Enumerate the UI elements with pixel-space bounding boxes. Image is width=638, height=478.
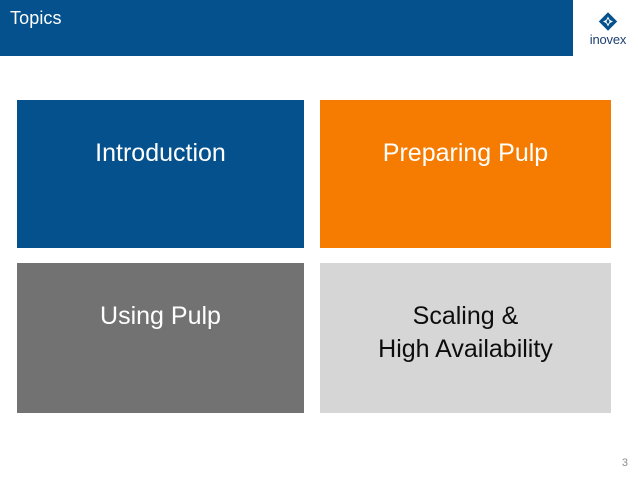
topic-tile-introduction[interactable]: Introduction (17, 100, 304, 248)
topic-tile-label: Scaling & High Availability (378, 302, 553, 363)
page-number: 3 (621, 457, 628, 469)
page-title: Topics (10, 8, 62, 28)
slide-header-bar (0, 0, 573, 56)
topic-tile-label: Preparing Pulp (382, 139, 549, 167)
topic-tile-label: Using Pulp (100, 302, 221, 330)
topic-tile-label: Introduction (95, 139, 226, 167)
inovex-diamond-icon (598, 12, 618, 31)
brand-wordmark: inovex (589, 32, 627, 47)
topic-tile-scaling-high-availability[interactable]: Scaling & High Availability (320, 263, 611, 413)
topic-tile-using-pulp[interactable]: Using Pulp (17, 263, 304, 413)
topic-tile-preparing-pulp[interactable]: Preparing Pulp (320, 100, 611, 248)
brand-logo: inovex (583, 10, 633, 54)
